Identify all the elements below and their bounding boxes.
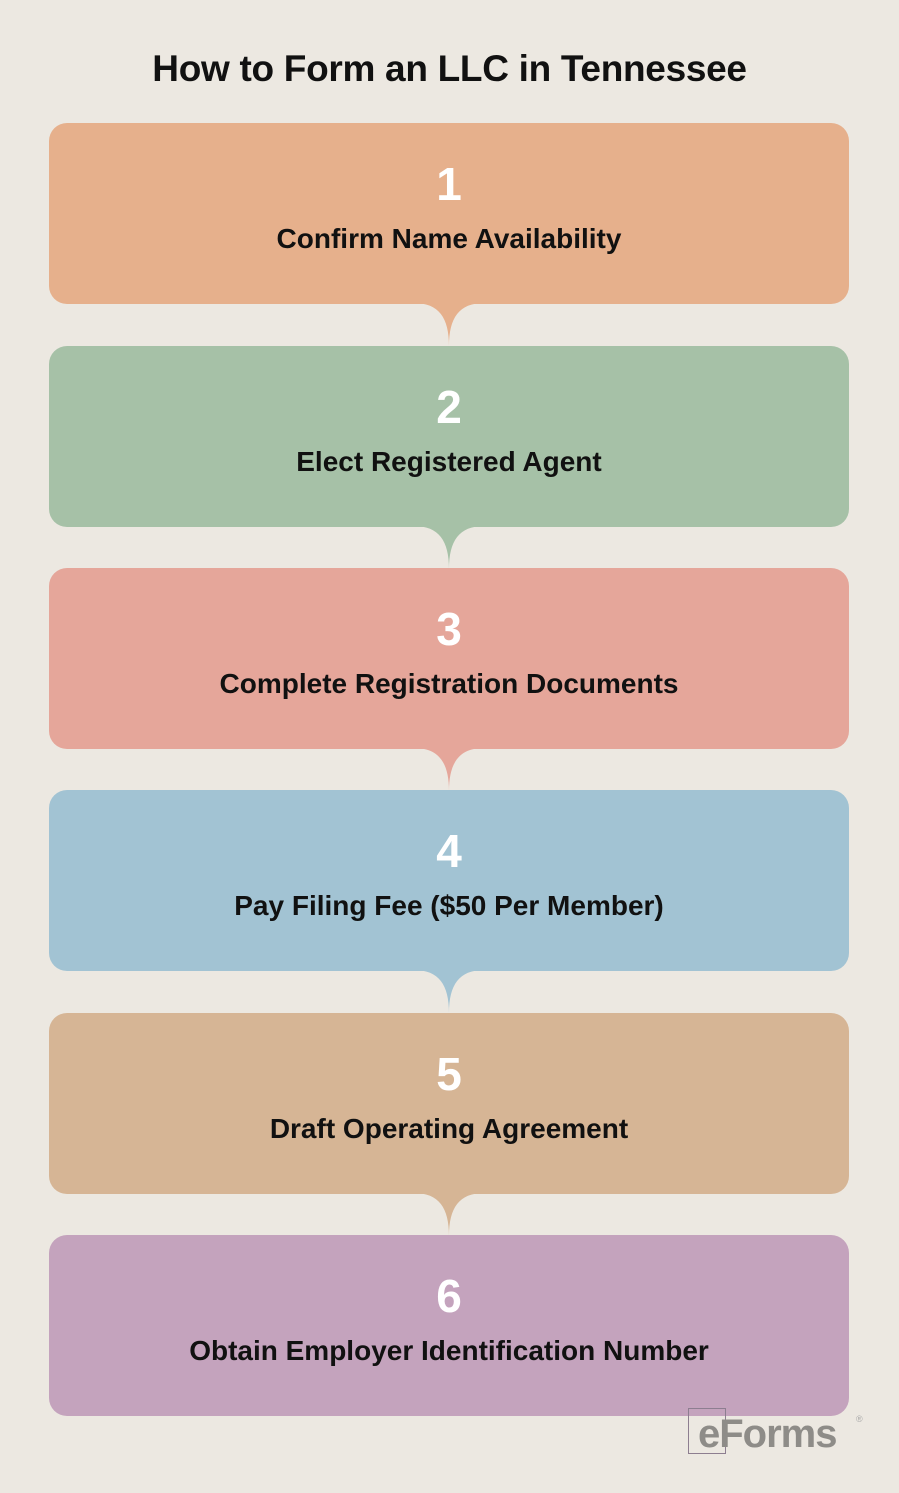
step-4: 4 Pay Filing Fee ($50 Per Member): [49, 790, 849, 1013]
connector-arrow: [414, 748, 484, 791]
page-title: How to Form an LLC in Tennessee: [152, 48, 747, 89]
logo-text: eForms: [698, 1412, 837, 1456]
step-3: 3 Complete Registration Documents: [49, 568, 849, 791]
step-label: Confirm Name Availability: [276, 223, 622, 254]
step-label: Elect Registered Agent: [296, 446, 602, 477]
connector-arrow: [414, 303, 484, 346]
step-number: 1: [436, 158, 462, 210]
step-label: Pay Filing Fee ($50 Per Member): [234, 890, 664, 921]
step-number: 4: [436, 825, 462, 877]
connector-arrow: [414, 970, 484, 1013]
step-2: 2 Elect Registered Agent: [49, 346, 849, 569]
connector-arrow: [414, 1193, 484, 1236]
step-1: 1 Confirm Name Availability: [49, 123, 849, 346]
step-label: Draft Operating Agreement: [269, 1113, 629, 1144]
step-6: 6 Obtain Employer Identification Number: [49, 1235, 849, 1416]
registered-mark: ®: [856, 1414, 863, 1424]
step-number: 2: [436, 381, 462, 433]
step-number: 5: [436, 1048, 462, 1100]
step-number: 3: [436, 603, 462, 655]
document-icon: [688, 1408, 726, 1454]
eforms-logo: eForms ®: [688, 1398, 868, 1458]
step-5: 5 Draft Operating Agreement: [49, 1013, 849, 1236]
step-number: 6: [436, 1270, 462, 1322]
connector-arrow: [414, 526, 484, 569]
step-label: Complete Registration Documents: [219, 668, 679, 699]
step-label: Obtain Employer Identification Number: [189, 1335, 709, 1366]
